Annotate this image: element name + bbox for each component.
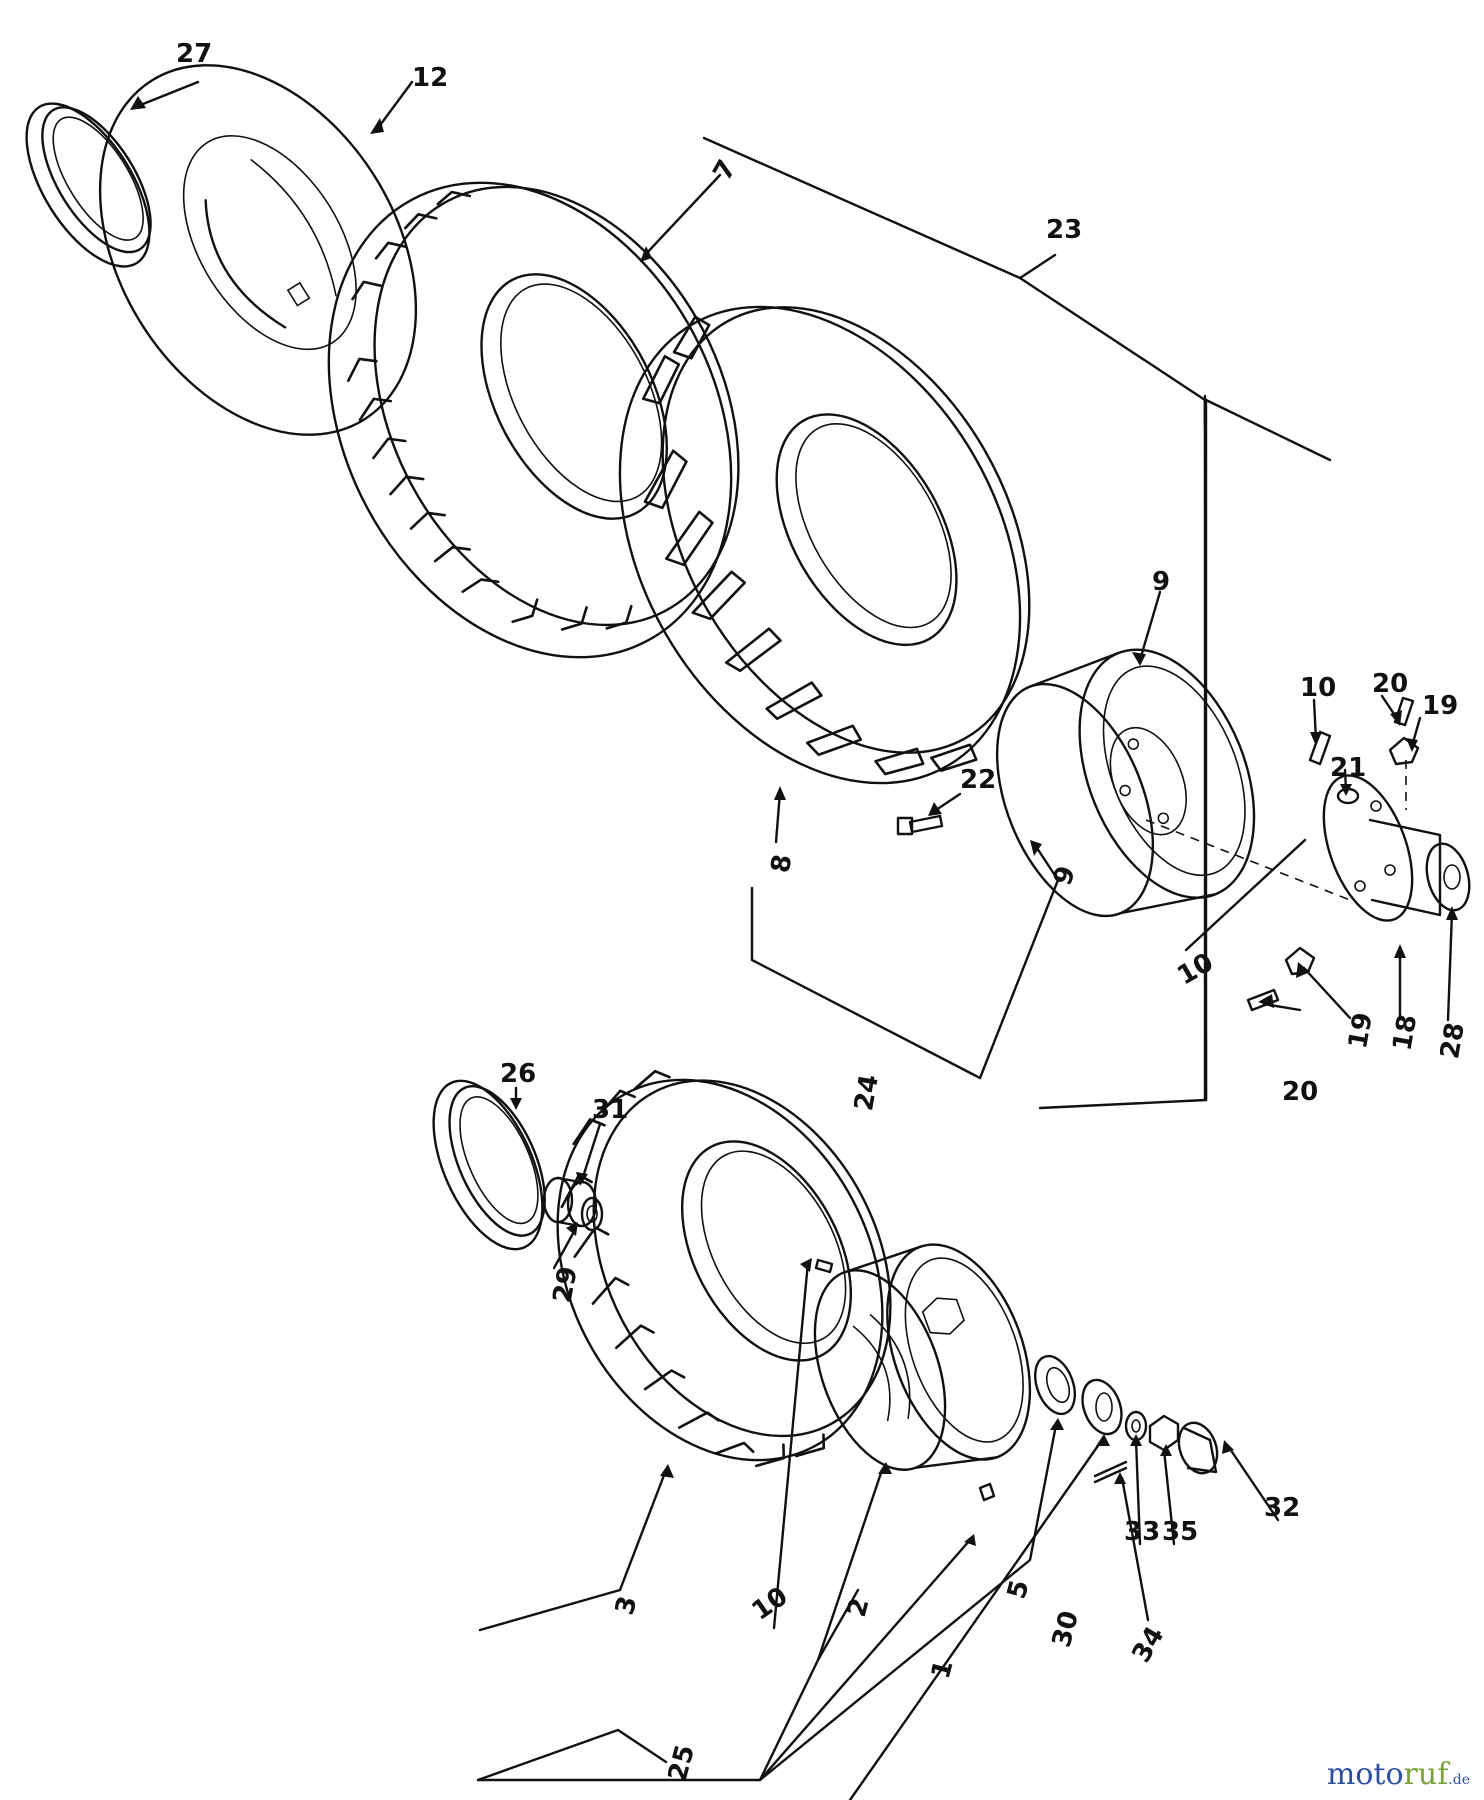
callout-24: 24 bbox=[849, 1072, 885, 1113]
callout-5: 5 bbox=[1002, 1577, 1036, 1602]
inner-tube-12 bbox=[98, 64, 418, 436]
callout-19-bottom: 19 bbox=[1343, 1010, 1379, 1051]
wheel-rim-9 bbox=[995, 648, 1256, 918]
callout-21: 21 bbox=[1330, 753, 1366, 783]
callout-25: 25 bbox=[663, 1742, 701, 1785]
callout-28: 28 bbox=[1435, 1020, 1471, 1061]
callout-29: 29 bbox=[548, 1264, 584, 1305]
callout-10-middle: 10 bbox=[1172, 947, 1218, 991]
leader-lines bbox=[136, 80, 1454, 1800]
callout-19-top: 19 bbox=[1422, 691, 1458, 721]
rim-ring-26 bbox=[432, 1079, 546, 1251]
callout-12: 12 bbox=[412, 63, 448, 93]
watermark-suffix: .de bbox=[1448, 1772, 1470, 1788]
rim-ring-27 bbox=[25, 102, 152, 268]
callout-32: 32 bbox=[1264, 1493, 1300, 1523]
turf-tire-7 bbox=[327, 181, 740, 659]
hardware-lower bbox=[814, 1258, 1219, 1502]
callout-26: 26 bbox=[500, 1059, 536, 1089]
callout-2: 2 bbox=[842, 1595, 876, 1620]
watermark-part-2: ruf bbox=[1403, 1757, 1449, 1792]
callout-10-upper: 10 bbox=[1300, 673, 1336, 703]
callout-35: 35 bbox=[1162, 1517, 1198, 1547]
watermark-logo: motoruf.de bbox=[1327, 1757, 1470, 1792]
callout-3: 3 bbox=[610, 1593, 644, 1618]
watermark-part-1: moto bbox=[1326, 1757, 1404, 1792]
callout-34: 34 bbox=[1126, 1622, 1170, 1668]
callout-10-lower: 10 bbox=[747, 1581, 794, 1626]
hub-18 bbox=[1322, 774, 1471, 922]
callout-18: 18 bbox=[1387, 1012, 1423, 1053]
callout-20-bottom: 20 bbox=[1282, 1077, 1318, 1107]
callout-30: 30 bbox=[1047, 1608, 1085, 1651]
callout-22: 22 bbox=[960, 765, 996, 795]
callout-31: 31 bbox=[592, 1095, 628, 1125]
hardware-upper bbox=[896, 696, 1420, 1012]
callout-9-bottom: 9 bbox=[1048, 862, 1082, 889]
callout-1: 1 bbox=[926, 1657, 960, 1682]
callouts: 27 12 7 23 9 9 10 10 10 20 20 19 19 21 2… bbox=[176, 39, 1471, 1785]
wheel-rim-2 bbox=[813, 1243, 1032, 1471]
tire-3 bbox=[556, 1069, 892, 1468]
callout-8: 8 bbox=[766, 852, 799, 875]
callout-9-top: 9 bbox=[1152, 567, 1170, 597]
callout-23: 23 bbox=[1046, 215, 1082, 245]
callout-27: 27 bbox=[176, 39, 212, 69]
bar-tire-8 bbox=[618, 305, 1031, 785]
arrowheads bbox=[130, 96, 1458, 1546]
callout-20-top: 20 bbox=[1372, 669, 1408, 699]
callout-33: 33 bbox=[1124, 1517, 1160, 1547]
